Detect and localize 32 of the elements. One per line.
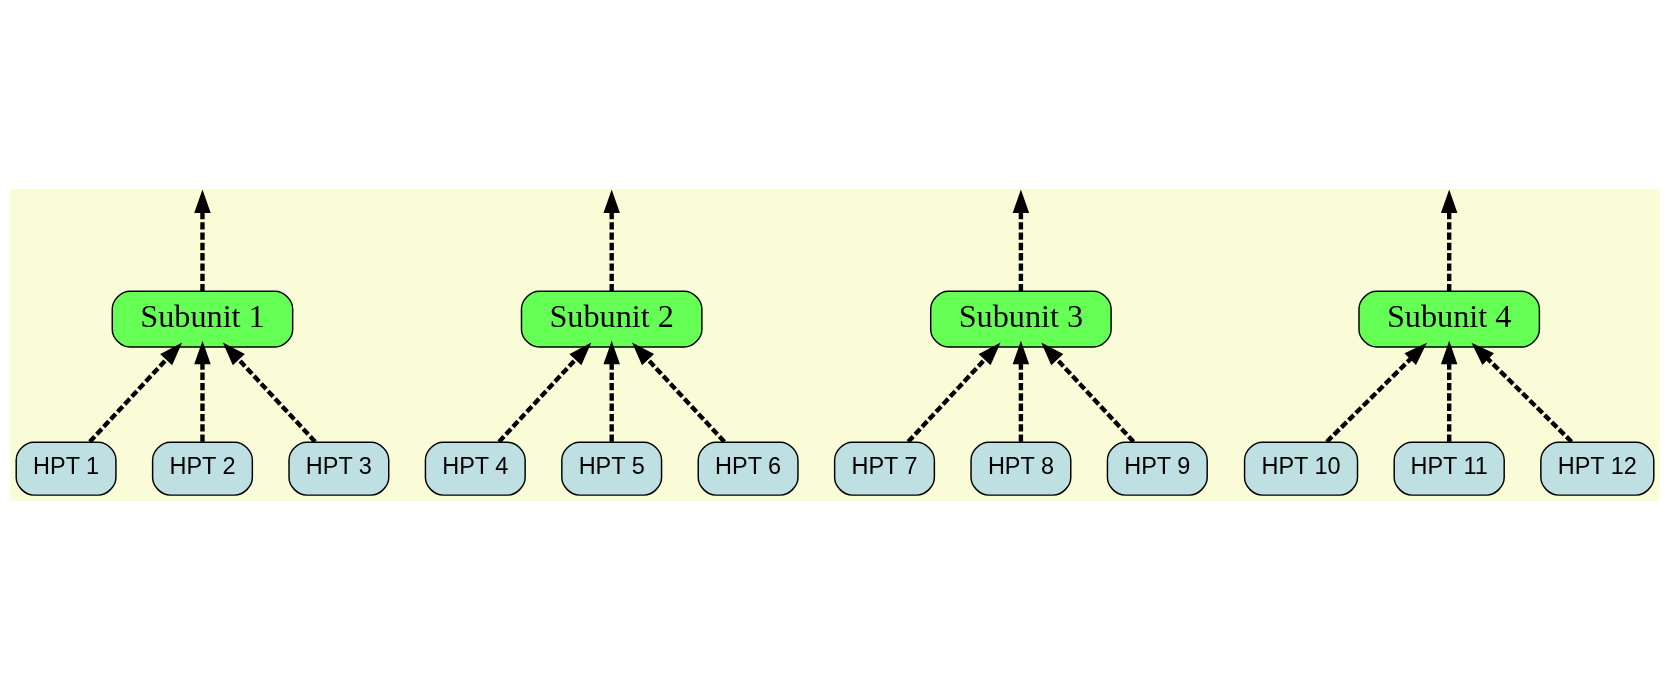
arrow	[88, 342, 183, 444]
arrow	[1012, 340, 1030, 442]
node-box: Subunit 1	[111, 290, 294, 348]
node-box: HPT 5	[561, 441, 663, 496]
arrow	[194, 340, 211, 442]
arrow	[1012, 189, 1030, 292]
arrow	[194, 189, 211, 292]
node-box: Subunit 2	[520, 290, 703, 348]
node-box: Subunit 3	[929, 290, 1112, 348]
arrow	[632, 342, 726, 444]
arrow	[1325, 342, 1427, 444]
node-box: Subunit 4	[1358, 290, 1541, 348]
arrow	[1041, 342, 1136, 444]
arrow	[1440, 189, 1458, 292]
node-box: HPT 7	[833, 441, 936, 496]
node-box: HPT 11	[1393, 441, 1505, 496]
node-box: HPT 1	[15, 441, 117, 496]
node-box: HPT 8	[970, 441, 1072, 496]
arrow	[603, 189, 620, 292]
arrow	[603, 340, 620, 442]
node-box: HPT 9	[1106, 441, 1208, 496]
node-box: HPT 4	[424, 441, 526, 496]
arrow	[497, 342, 592, 444]
node-box: HPT 6	[697, 441, 799, 496]
arrow	[1440, 340, 1458, 442]
arrow	[222, 342, 317, 444]
node-box: HPT 2	[151, 441, 254, 496]
arrow	[906, 342, 1001, 444]
node-box: HPT 12	[1540, 441, 1655, 496]
arrow	[1471, 342, 1574, 444]
node-box: HPT 10	[1243, 441, 1359, 496]
node-box: HPT 3	[288, 441, 390, 496]
